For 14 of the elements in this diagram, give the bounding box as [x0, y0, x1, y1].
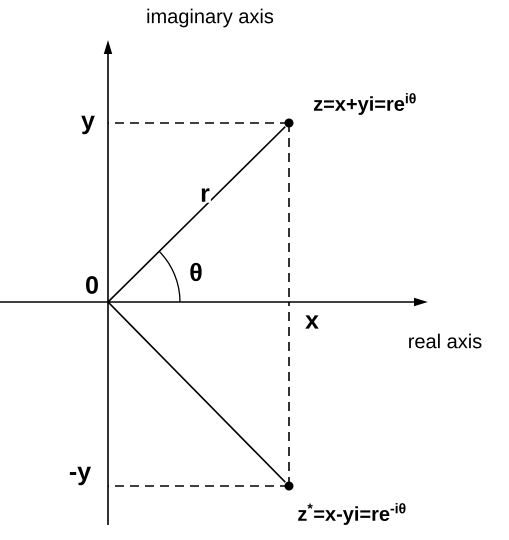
axis-value: x: [305, 315, 319, 329]
axis-value: y: [81, 116, 95, 134]
origin-label: 0: [86, 276, 98, 294]
axis-label: imaginary axis: [147, 8, 274, 28]
point-dot: [284, 118, 294, 128]
axis-label: real axis: [409, 334, 482, 348]
point-label: z=x+yi=re$^{iθ}$: [314, 93, 416, 115]
point-label: z$^{*}$=x-yi=re$^{-iθ}$: [298, 503, 406, 525]
point-dot: [284, 482, 294, 490]
axis-value: -y: [70, 466, 91, 486]
line-segment: [107, 301, 286, 483]
angle-label: θ: [190, 262, 202, 282]
edge-label: r: [202, 188, 210, 202]
line-segment: [107, 126, 286, 303]
